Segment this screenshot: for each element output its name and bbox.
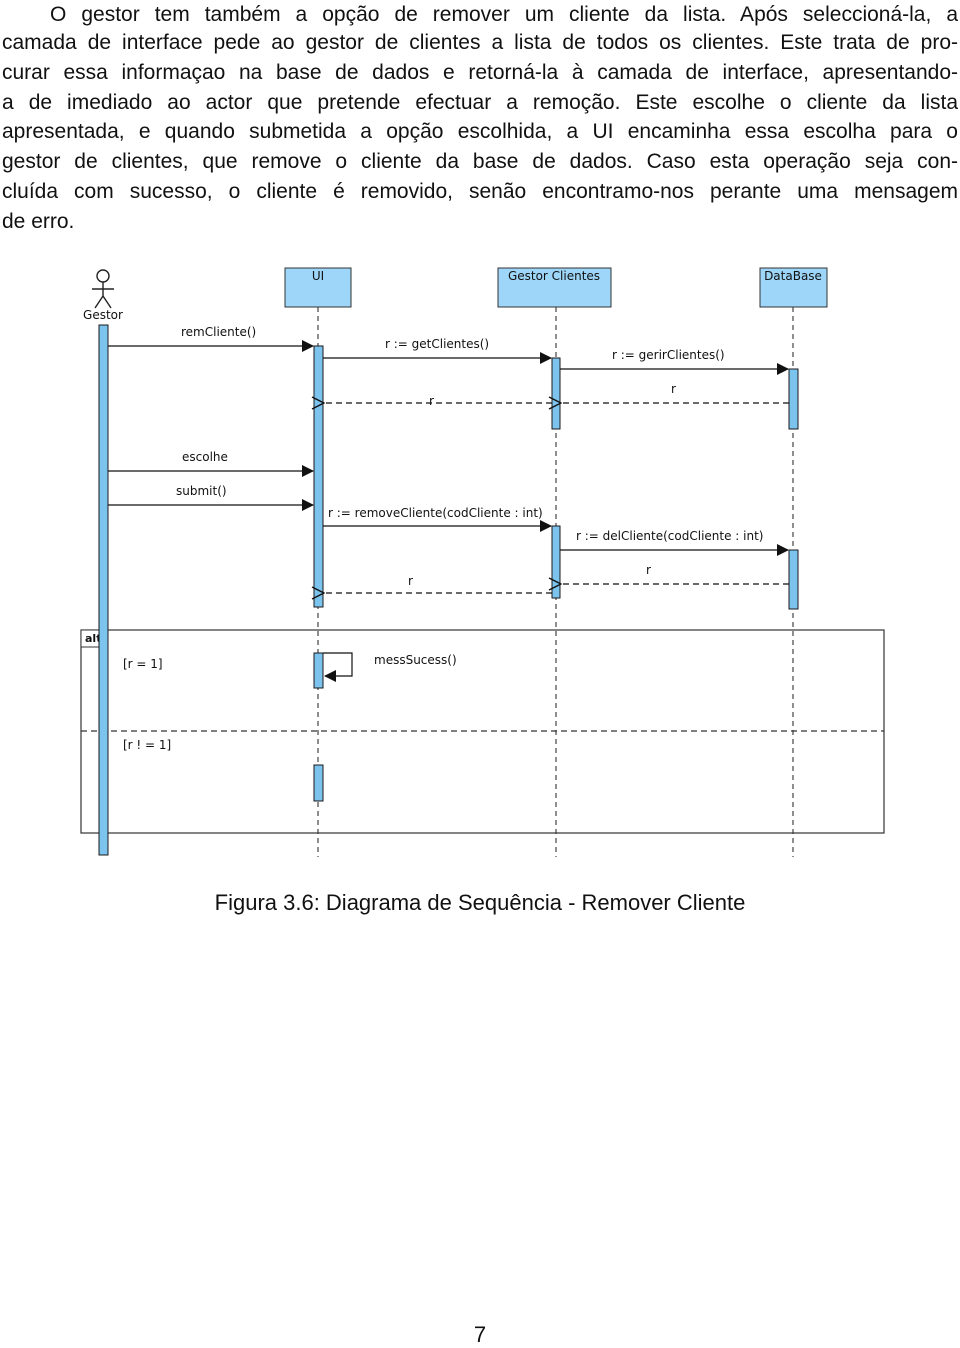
message-submit: submit() [108, 484, 314, 511]
message-label: remCliente() [181, 325, 256, 339]
activation-bar [551, 357, 561, 430]
alt-fragment: alt [r = 1] [r ! = 1] [80, 629, 885, 834]
lifeline-label: UI [312, 269, 324, 283]
sequence-diagram: Gestor UI Gestor Clientes DataBase alt [… [80, 267, 885, 857]
message-removecliente: r := removeCliente(codCliente : int) [323, 506, 552, 532]
stick-figure-icon [92, 269, 114, 309]
message-label: r [408, 574, 413, 588]
return-message: r [561, 382, 789, 403]
actor-gestor: Gestor [83, 269, 123, 322]
actor-name: Gestor [83, 308, 123, 322]
activation-bar [313, 764, 324, 802]
paragraph-line: O gestor tem também a opção de remover u… [50, 3, 958, 26]
message-label: r [646, 563, 651, 577]
message-messsucess: messSucess() [323, 652, 457, 682]
message-escolhe: escolhe [108, 450, 314, 477]
message-label: messSucess() [374, 653, 457, 667]
lifeline-label: DataBase [764, 269, 822, 283]
paragraph-line: a de imediado ao actor que pretende efec… [2, 91, 958, 114]
lifeline-ui: UI [284, 267, 352, 308]
paragraph-line: camada de interface pede ao gestor de cl… [2, 31, 958, 54]
paragraph-line: curar essa informaçao na base de dados e… [2, 61, 958, 84]
message-getclientes: r := getClientes() [323, 337, 552, 364]
paragraph-line: cluída com sucesso, o cliente é removido… [2, 180, 958, 203]
lifeline-gestor-clientes: Gestor Clientes [497, 267, 612, 308]
message-label: r := removeCliente(codCliente : int) [328, 506, 543, 520]
paragraph-line: gestor de clientes, que remove o cliente… [2, 150, 958, 173]
return-message: r [561, 563, 789, 584]
message-gerirclientes: r := gerirClientes() [560, 348, 789, 375]
lifeline-database: DataBase [759, 267, 828, 308]
guard-label: [r = 1] [123, 657, 163, 671]
fragment-operator: alt [85, 632, 101, 645]
paragraph-line: de erro. [2, 210, 75, 233]
message-delcliente: r := delCliente(codCliente : int) [560, 529, 789, 556]
return-message: r [324, 574, 552, 593]
message-label: escolhe [182, 450, 228, 464]
message-remcliente: remCliente() [108, 325, 314, 352]
lifeline-label: Gestor Clientes [508, 269, 600, 283]
message-label: submit() [176, 484, 227, 498]
figure-caption: Figura 3.6: Diagrama de Sequência - Remo… [214, 890, 746, 915]
message-label: r := delCliente(codCliente : int) [576, 529, 763, 543]
message-label: r [671, 382, 676, 396]
guard-label: [r ! = 1] [123, 738, 171, 752]
activation-bar [788, 368, 799, 430]
activation-bar [313, 652, 324, 689]
activation-bar [98, 324, 109, 856]
return-message: r [324, 394, 552, 408]
message-label: r := getClientes() [385, 337, 489, 351]
page-number: 7 [473, 1322, 487, 1347]
activation-bar [551, 525, 561, 599]
message-label: r [429, 394, 434, 408]
activation-bar [788, 549, 799, 610]
activation-bar [313, 345, 324, 608]
paragraph-line: apresentada, e quando submetida a opção … [2, 120, 958, 143]
message-label: r := gerirClientes() [612, 348, 725, 362]
